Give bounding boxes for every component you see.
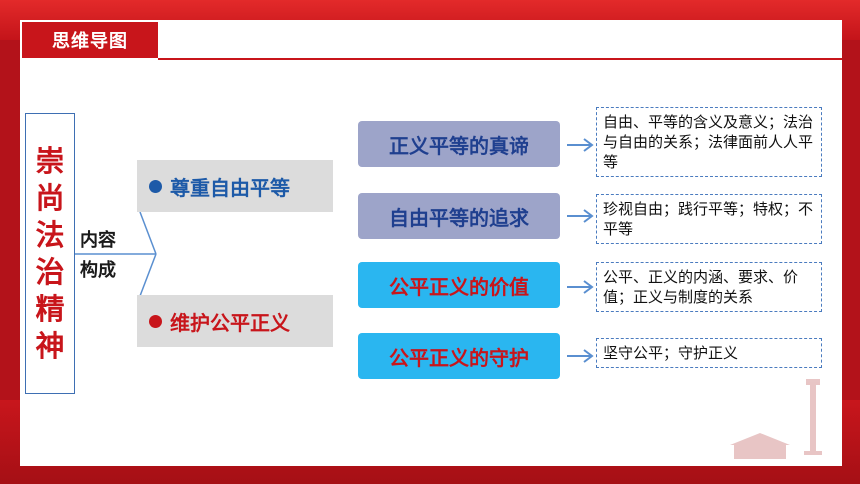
arrow-right-icon xyxy=(567,209,594,223)
connector-label-line2: 构成 xyxy=(80,260,116,281)
category-label: 维护公平正义 xyxy=(170,310,290,335)
root-topic: 崇 尚 法 治 精 神 xyxy=(25,113,75,394)
subtopic-2-description: 珍视自由；践行平等；特权；不平等 xyxy=(596,194,822,244)
subtopic-2: 自由平等的追求 xyxy=(358,193,560,239)
connector-label-line1: 内容 xyxy=(80,230,116,251)
subtopic-1-description: 自由、平等的含义及意义；法治与自由的关系；法律面前人人平等 xyxy=(596,107,822,177)
subtopic-3-description: 公平、正义的内涵、要求、价值；正义与制度的关系 xyxy=(596,262,822,312)
subtopic-3: 公平正义的价值 xyxy=(358,262,560,308)
arrow-right-icon xyxy=(567,349,594,363)
category-label: 尊重自由平等 xyxy=(170,175,290,200)
connector-label: 内容 构成 xyxy=(80,226,160,286)
root-char: 崇 xyxy=(35,143,65,178)
subtopic-4-description: 坚守公平；守护正义 xyxy=(596,338,822,368)
root-char: 治 xyxy=(35,254,65,289)
header-divider xyxy=(158,58,842,60)
arrow-right-icon xyxy=(567,280,594,294)
arrow-right-icon xyxy=(567,138,594,152)
category-respect-freedom-equality: 尊重自由平等 xyxy=(137,160,333,212)
root-char: 法 xyxy=(35,217,65,252)
category-maintain-justice: 维护公平正义 xyxy=(137,295,333,347)
root-char: 精 xyxy=(35,291,65,326)
root-char: 尚 xyxy=(35,180,65,215)
bullet-icon xyxy=(149,179,162,193)
subtopic-4: 公平正义的守护 xyxy=(358,333,560,379)
page-title: 思维导图 xyxy=(20,20,160,60)
subtopic-1: 正义平等的真谛 xyxy=(358,121,560,167)
monument-decoration-icon xyxy=(730,379,822,459)
bullet-icon xyxy=(149,314,162,328)
root-char: 神 xyxy=(35,328,65,363)
